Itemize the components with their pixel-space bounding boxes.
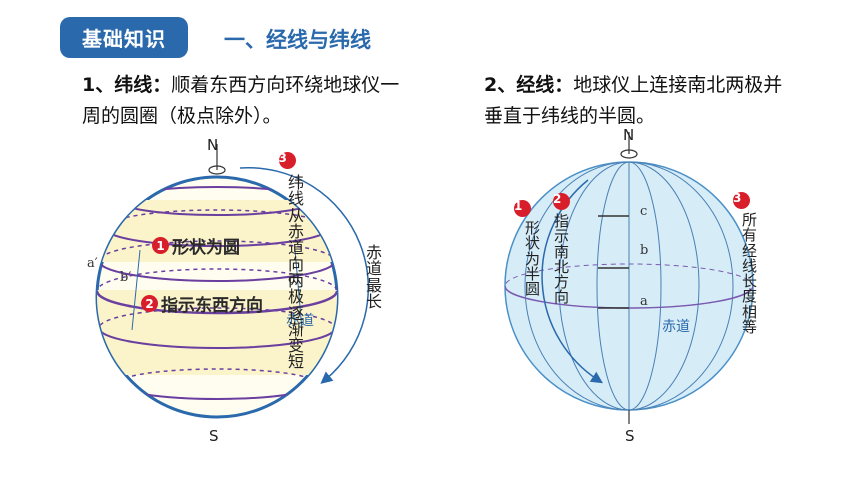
note-char: 南 — [553, 242, 569, 261]
note-char: 极 — [288, 287, 305, 307]
note-char: 指 — [553, 212, 569, 230]
latitude-definition: 1、纬线：顺着东西方向环绕地球仪一周的圆圈（极点除外）。 — [82, 70, 402, 132]
note-chars: 纬线从赤道向两极逐渐变短 — [288, 173, 305, 372]
note-char: 等 — [742, 318, 758, 337]
note-badge: 2 — [553, 193, 570, 210]
section-title: 一、经线与纬线 — [224, 28, 371, 52]
latitude-note-length-change: 3 纬线从赤道向两极逐渐变短 — [270, 152, 304, 371]
note-char: 为 — [525, 249, 541, 268]
longitude-note-direction: 2 指示南北方向 — [553, 193, 570, 306]
latitude-point-c: c′ — [288, 272, 299, 287]
latitude-north-label: N — [207, 136, 219, 154]
note-char: 状 — [525, 234, 541, 253]
note-char: 线 — [742, 256, 758, 275]
note-char: 半 — [525, 264, 541, 283]
latitude-south-label: S — [209, 427, 219, 445]
note-char: 最 — [366, 275, 383, 295]
note-char: 长 — [366, 291, 383, 311]
note-char: 纬 — [288, 173, 305, 192]
note-badge: 3 — [733, 192, 750, 209]
note-char: 从 — [288, 205, 305, 225]
longitude-point-b: b — [640, 243, 649, 258]
latitude-point-a: a′ — [87, 256, 98, 271]
latitude-lead: 1、纬线： — [82, 74, 172, 96]
note-char: 圆 — [525, 280, 541, 299]
note-chars: 所有经线长度相等 — [742, 211, 758, 337]
note-char: 向 — [288, 254, 305, 274]
section-tag: 基础知识 — [60, 17, 188, 58]
longitude-definition: 2、经线：地球仪上连接南北两极并垂直于纬线的半圆。 — [484, 70, 784, 132]
longitude-point-c: c — [640, 204, 648, 219]
note-char: 长 — [742, 272, 758, 291]
note-badge: 3 — [278, 152, 296, 169]
note-char: 赤 — [366, 243, 383, 262]
longitude-note-shape: 1 形状为半圆 — [505, 200, 540, 297]
note-badge: 1 — [514, 200, 531, 217]
note-char: 北 — [553, 257, 569, 276]
note-badge: 1 — [152, 237, 169, 254]
latitude-globe-diagram — [95, 144, 370, 419]
note-badge: 2 — [141, 295, 158, 312]
latitude-note-direction: 2 指示东西方向 — [141, 291, 263, 316]
note-char: 形 — [525, 219, 541, 237]
latitude-equator-label: 赤道 — [286, 313, 314, 329]
note-char: 有 — [742, 226, 758, 245]
note-char: 示 — [553, 227, 569, 246]
latitude-note-equator-longest: 赤道最长 — [366, 243, 383, 311]
note-char: 变 — [288, 336, 305, 356]
note-char: 短 — [288, 352, 305, 372]
note-char: 赤 — [288, 221, 305, 241]
longitude-lead: 2、经线： — [484, 74, 574, 96]
longitude-south-label: S — [625, 427, 635, 445]
latitude-point-b: b′ — [120, 270, 132, 285]
note-char: 两 — [288, 270, 305, 290]
longitude-text: 地球仪上连接南北两极并垂直于纬线的半圆。 — [484, 74, 783, 127]
note-text: 形状为圆 — [172, 238, 240, 258]
note-char: 道 — [288, 238, 305, 258]
note-chars: 形状为半圆 — [525, 219, 541, 299]
note-char: 渐 — [288, 319, 305, 339]
note-char: 方 — [553, 273, 569, 292]
note-char: 相 — [742, 302, 758, 321]
note-char: 道 — [366, 259, 383, 279]
note-char: 向 — [553, 288, 569, 307]
note-char: 逐 — [288, 303, 305, 323]
note-chars: 指示南北方向 — [553, 212, 569, 307]
latitude-note-shape: 1 形状为圆 — [152, 233, 240, 258]
note-char: 线 — [288, 189, 305, 209]
longitude-globe-diagram — [504, 132, 754, 424]
longitude-equator-label: 赤道 — [662, 319, 690, 335]
note-char: 经 — [742, 241, 758, 260]
note-char: 所 — [742, 211, 758, 229]
longitude-note-equal-length: 3 所有经线长度相等 — [726, 192, 757, 335]
note-text: 指示东西方向 — [161, 296, 263, 316]
note-char: 度 — [742, 287, 758, 306]
longitude-point-a: a — [640, 294, 648, 309]
latitude-text: 顺着东西方向环绕地球仪一周的圆圈（极点除外）。 — [82, 74, 400, 127]
longitude-north-label: N — [623, 126, 635, 144]
